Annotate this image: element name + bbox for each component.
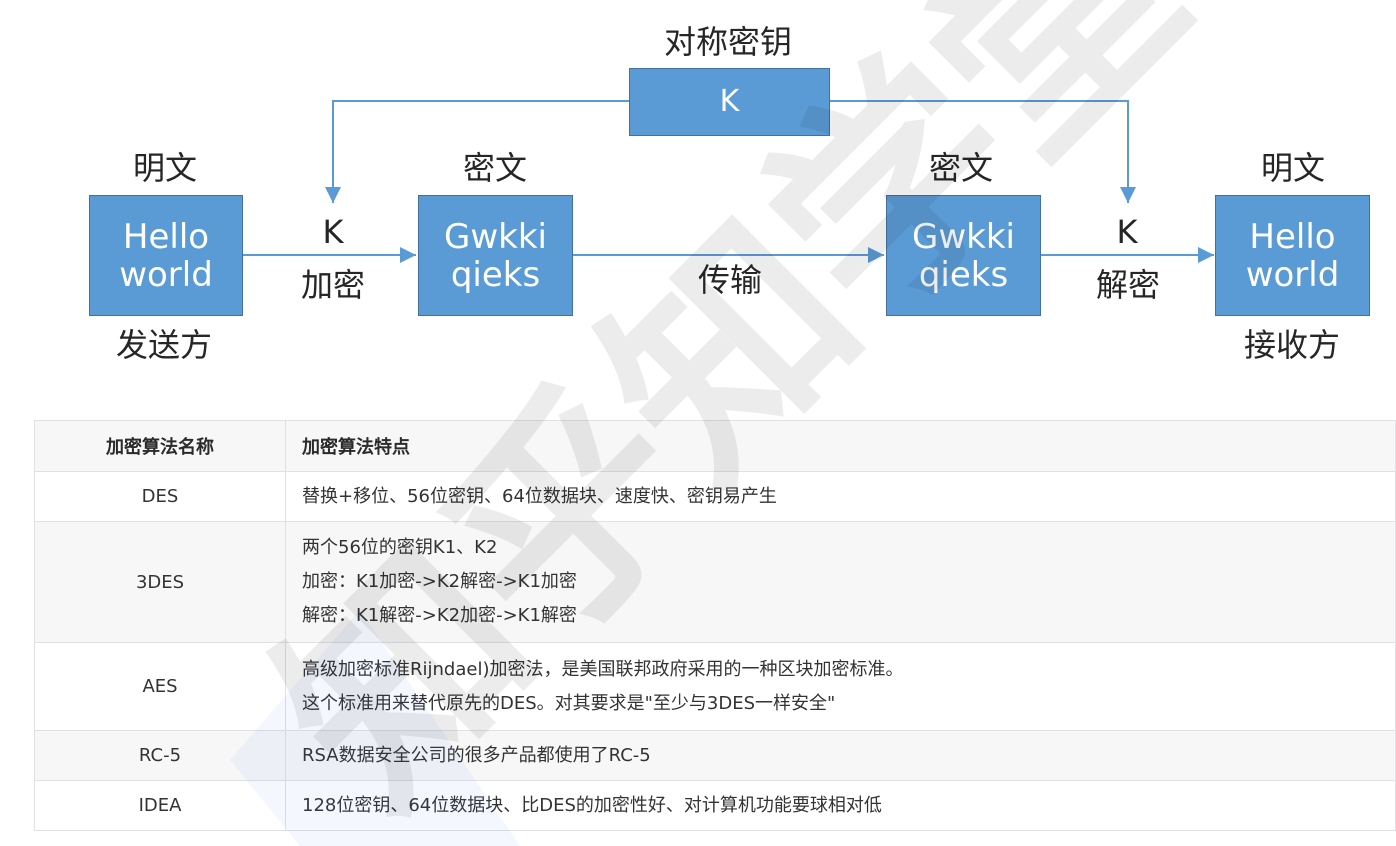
receiver-plaintext-label: 明文 [1260,149,1325,187]
key-to-decrypt-line [829,100,1136,203]
table-row-des: DES 替换+移位、56位密钥、64位数据块、速度快、密钥易产生 [34,471,1396,522]
ciphertext-label-2: 密文 [928,149,993,187]
feature-line: 高级加密标准Rijndael)加密法，是美国联邦政府采用的一种区块加密标准。 [302,658,904,680]
diagram-connectors [243,100,1214,263]
box-line: qieks [918,254,1009,295]
transmit-label: 传输 [697,261,762,299]
feature-line: 解密：K1解密->K2加密->K1解密 [302,605,577,626]
box-line: Gwkki [912,216,1015,257]
feature-line: RSA数据安全公司的很多产品都使用了RC-5 [302,744,651,766]
key-to-encrypt-line [325,100,630,203]
ciphertext-label-1: 密文 [462,149,527,187]
algorithm-name: DES [34,471,286,522]
box-line: Gwkki [444,216,547,257]
box-line: world [1245,254,1340,295]
decrypt-label: 解密 [1095,266,1160,304]
sender-label: 发送方 [115,326,212,364]
table-header-row: 加密算法名称 加密算法特点 [34,420,1396,472]
feature-line: 替换+移位、56位密钥、64位数据块、速度快、密钥易产生 [302,485,777,507]
algorithm-name: RC-5 [34,730,286,781]
box-line: Hello [122,216,210,257]
algorithm-name: 3DES [34,521,286,643]
box-line: world [119,254,213,295]
feature-line: 这个标准用来替代原先的DES。对其要求是"至少与3DES一样安全" [302,692,836,714]
ciphertext-box-1: Gwkki qieks [418,195,573,316]
receiver-label: 接收方 [1243,326,1340,364]
key-box: K [629,68,830,136]
header-algorithm-name: 加密算法名称 [34,420,286,472]
box-line: Hello [1249,216,1336,257]
key-box-text: K [719,84,740,119]
encrypt-key-label: K [322,213,344,251]
decrypt-key-label: K [1116,213,1138,251]
header-algorithm-features: 加密算法特点 [285,420,1396,472]
table-row-3des: 3DES 两个56位的密钥K1、K2 加密：K1加密->K2解密->K1加密 解… [34,521,1396,643]
algorithm-features: RSA数据安全公司的很多产品都使用了RC-5 [285,730,1396,781]
table-row-idea: IDEA 128位密钥、64位数据块、比DES的加密性好、对计算机功能要球相对低 [34,780,1396,831]
receiver-plaintext-box: Hello world [1215,195,1370,316]
feature-line: 两个56位的密钥K1、K2 [302,537,498,558]
table-row-aes: AES 高级加密标准Rijndael)加密法，是美国联邦政府采用的一种区块加密标… [34,642,1396,731]
sender-plaintext-label: 明文 [132,149,197,187]
feature-line: 128位密钥、64位数据块、比DES的加密性好、对计算机功能要球相对低 [302,794,882,816]
algorithm-features: 两个56位的密钥K1、K2 加密：K1加密->K2解密->K1加密 解密：K1解… [285,521,1396,643]
algorithm-features: 高级加密标准Rijndael)加密法，是美国联邦政府采用的一种区块加密标准。 这… [285,642,1396,731]
key-title: 对称密钥 [663,23,792,61]
symmetric-encryption-diagram: 对称密钥 K 明文 Hello world 发送方 K 加密 密文 Gwkki … [0,0,1396,400]
algorithm-name: IDEA [34,780,286,831]
feature-line: 加密：K1加密->K2解密->K1加密 [302,571,577,592]
algorithm-features: 128位密钥、64位数据块、比DES的加密性好、对计算机功能要球相对低 [285,780,1396,831]
ciphertext-box-2: Gwkki qieks [886,195,1041,316]
box-line: qieks [450,254,541,295]
encrypt-label: 加密 [300,266,365,304]
algorithm-features: 替换+移位、56位密钥、64位数据块、速度快、密钥易产生 [285,471,1396,522]
table-row-rc5: RC-5 RSA数据安全公司的很多产品都使用了RC-5 [34,730,1396,781]
algorithm-name: AES [34,642,286,731]
encryption-algorithm-table: 加密算法名称 加密算法特点 DES 替换+移位、56位密钥、64位数据块、速度快… [34,420,1396,831]
sender-plaintext-box: Hello world [89,195,243,316]
